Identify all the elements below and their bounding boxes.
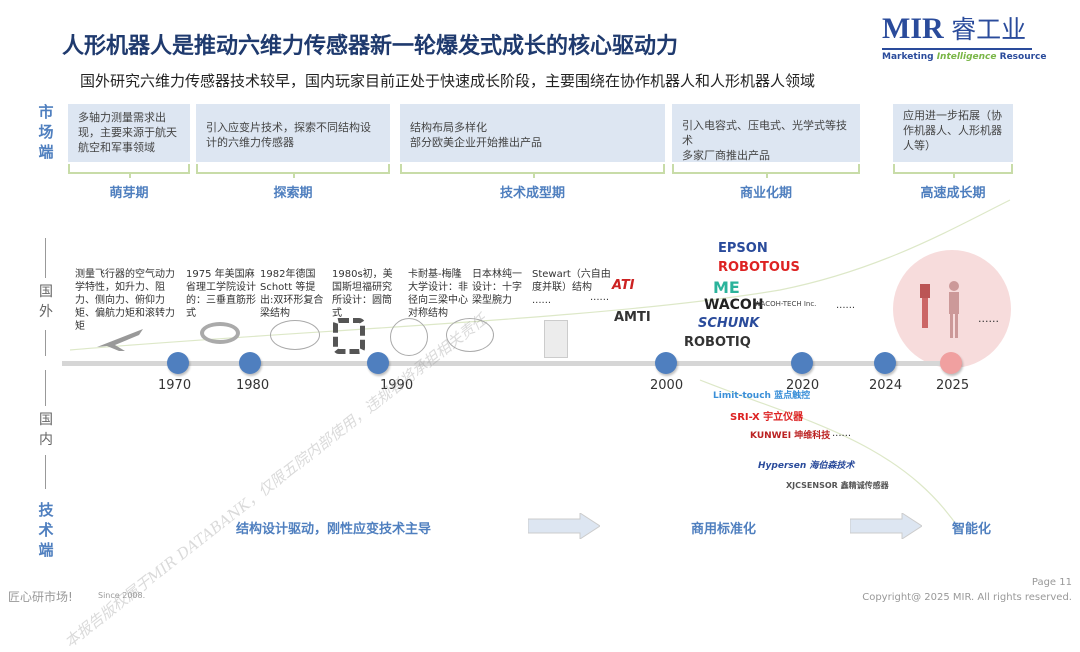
milestone-text: 1975 年美国麻省理工学院设计的：三垂直筋形式 bbox=[186, 269, 256, 319]
label-foreign: 国外 bbox=[39, 284, 53, 320]
year-label: 2000 bbox=[650, 378, 684, 393]
sensor-ring-icon bbox=[200, 322, 240, 344]
divider bbox=[45, 370, 46, 406]
tech-stage-1: 结构设计驱动，刚性应变技术主导 bbox=[236, 522, 432, 537]
brand-schunk: SCHUNK bbox=[698, 316, 760, 331]
ellipsis: ...... bbox=[590, 292, 610, 303]
page-number: Page 11 bbox=[1031, 577, 1072, 588]
brand-epson: EPSON bbox=[718, 241, 768, 256]
brand-sri: SRI-X 宇立仪器 bbox=[730, 412, 804, 423]
bracket bbox=[672, 164, 860, 178]
year-label: 1970 bbox=[158, 378, 192, 393]
copyright: Copyright@ 2025 MIR. All rights reserved… bbox=[862, 592, 1072, 603]
aircraft-icon bbox=[97, 329, 143, 351]
brand-limit-touch: Limit-touch 蓝点触控 bbox=[713, 391, 811, 401]
brand-ati: ATI bbox=[612, 278, 635, 293]
label-domestic: 国内 bbox=[39, 412, 53, 448]
page-subtitle: 国外研究六维力传感器技术较早，国内玩家目前正处于快速成长阶段，主要围绕在协作机器… bbox=[80, 72, 816, 90]
phase-label-3: 技术成型期 bbox=[499, 186, 565, 201]
year-label: 2025 bbox=[936, 378, 970, 393]
bracket bbox=[893, 164, 1013, 178]
footer-slogan: 匠心研市场! bbox=[8, 590, 73, 604]
phase-desc-3: 结构布局多样化 部分欧美企业开始推出产品 bbox=[400, 104, 665, 162]
logo-mir: MIR bbox=[882, 12, 944, 45]
phase-desc-4: 引入电容式、压电式、光学式等技术 多家厂商推出产品 bbox=[672, 104, 860, 162]
phase-desc-5: 应用进一步拓展（协作机器人、人形机器人等） bbox=[893, 104, 1013, 162]
label-market-side: 市场端 bbox=[38, 103, 54, 161]
bracket bbox=[68, 164, 190, 178]
timeline-dot-2000 bbox=[655, 352, 677, 374]
tech-stage-2: 商用标准化 bbox=[691, 522, 757, 537]
milestone-text: 日本林纯一设计：十字梁型腕力 bbox=[472, 269, 522, 306]
milestone-text: 1980s初，美国斯坦福研究所设计：圆筒式 bbox=[332, 269, 393, 319]
divider bbox=[45, 330, 46, 356]
sensor-three-beam-icon bbox=[390, 318, 428, 356]
year-label: 2024 bbox=[869, 378, 903, 393]
phase-label-5: 高速成长期 bbox=[920, 186, 986, 201]
phase-label-4: 商业化期 bbox=[739, 186, 792, 201]
growth-curve bbox=[69, 199, 1011, 531]
ellipsis-2025: ...... bbox=[978, 312, 999, 325]
brand-robotiq: ROBOTIQ bbox=[684, 335, 751, 350]
brand-xjcsensor: XJCSENSOR 鑫精诚传感器 bbox=[786, 481, 889, 490]
footer-since: Since 2008. bbox=[98, 591, 146, 600]
divider bbox=[45, 455, 46, 489]
brand-me: ME bbox=[713, 278, 740, 297]
timeline-dot-1980 bbox=[239, 352, 261, 374]
stewart-platform-icon bbox=[544, 320, 568, 358]
phase-desc-2: 引入应变片技术，探索不同结构设计的六维力传感器 bbox=[196, 104, 390, 162]
timeline-dot-2020 bbox=[791, 352, 813, 374]
brand-kunwei: KUNWEI 坤维科技 bbox=[750, 431, 831, 441]
page-title: 人形机器人是推动六维力传感器新一轮爆发式成长的核心驱动力 bbox=[62, 34, 679, 59]
bracket bbox=[400, 164, 665, 178]
milestone-text: 1982年德国Schott 等提出:双环形复合梁结构 bbox=[260, 269, 324, 319]
timeline-axis bbox=[62, 361, 962, 366]
timeline-dot-2025 bbox=[940, 352, 962, 374]
year-label: 1990 bbox=[380, 378, 414, 393]
milestone-text: Stewart（六自由度并联）结构 ...... bbox=[532, 269, 611, 306]
divider bbox=[45, 238, 46, 278]
logo-tag-3: Resource bbox=[996, 52, 1047, 62]
timeline-dot-1970 bbox=[167, 352, 189, 374]
brand-robotous: ROBOTOUS bbox=[718, 260, 800, 275]
mir-logo: MIR 睿工业 Marketing Intelligence Resource bbox=[882, 12, 1047, 62]
timeline-dot-1990 bbox=[367, 352, 389, 374]
arrow-right-icon bbox=[850, 513, 922, 539]
label-tech-side: 技术端 bbox=[38, 501, 54, 559]
sensor-cylinder-icon bbox=[333, 318, 365, 354]
sensor-dual-ring-icon bbox=[270, 320, 320, 350]
logo-tag-2: Intelligence bbox=[936, 52, 997, 62]
humanoid-robot-icon bbox=[920, 281, 959, 338]
ellipsis: ...... bbox=[832, 428, 852, 439]
phase-desc-1: 多轴力测量需求出现，主要来源于航天航空和军事领域 bbox=[68, 104, 190, 162]
arrow-right-icon bbox=[528, 513, 600, 539]
brand-wacoh: WACOH bbox=[704, 297, 764, 313]
bracket bbox=[196, 164, 390, 178]
phase-label-2: 探索期 bbox=[273, 186, 313, 201]
brand-amti: AMTI bbox=[614, 310, 651, 325]
logo-tag-1: Marketing bbox=[882, 52, 937, 62]
milestone-text: 卡耐基-梅隆大学设计：非径向三梁中心对称结构 bbox=[408, 269, 468, 319]
timeline-dot-2024 bbox=[874, 352, 896, 374]
milestone-text: 测量飞行器的空气动力学特性，如升力、阻力、侧向力、俯仰力矩、偏航力矩和滚转力矩 bbox=[75, 269, 175, 332]
phase-label-1: 萌芽期 bbox=[109, 186, 149, 201]
tech-stage-3: 智能化 bbox=[952, 522, 992, 537]
brand-wacoh-tech: WACOH-TECH Inc. bbox=[754, 300, 817, 308]
brand-hypersen: Hypersen 海伯森技术 bbox=[758, 461, 855, 471]
year-label: 2020 bbox=[786, 378, 820, 393]
sensor-cross-beam-icon bbox=[446, 318, 494, 352]
year-label: 1980 bbox=[236, 378, 270, 393]
ellipsis: ...... bbox=[836, 300, 856, 311]
logo-cn: 睿工业 bbox=[951, 17, 1027, 44]
